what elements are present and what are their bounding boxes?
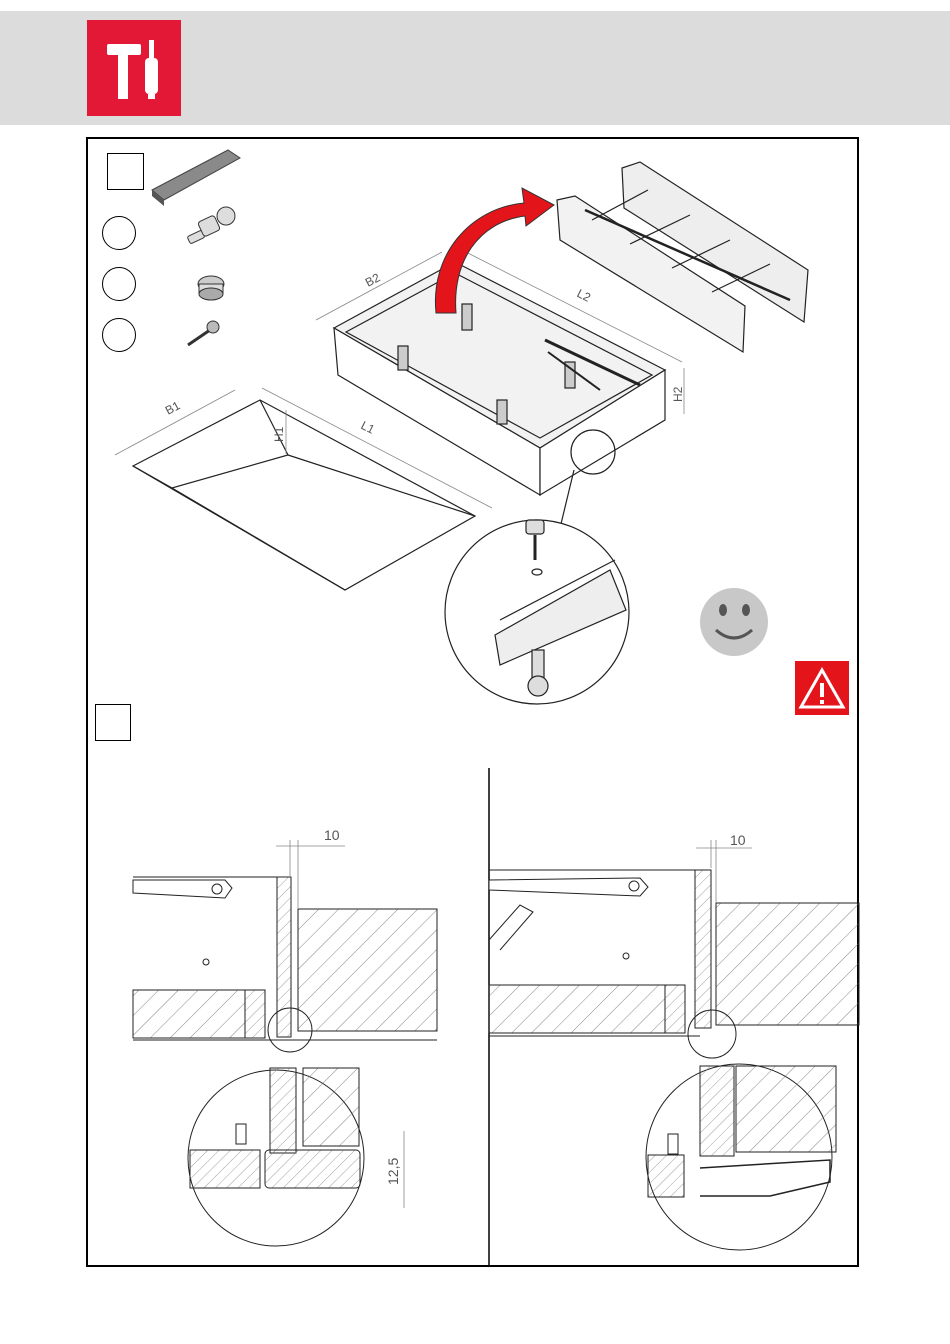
part-cap	[198, 276, 224, 300]
dim-thickness: 12,5	[385, 1158, 401, 1185]
section-left	[133, 877, 437, 1246]
dim-gap-left: 10	[324, 827, 340, 843]
dim-gap-right: 10	[730, 832, 746, 848]
floor-opening	[133, 400, 475, 590]
lid-frame	[557, 162, 808, 352]
dim-l2: L2	[575, 286, 594, 305]
dim-h2: H2	[671, 386, 685, 402]
part-connector	[187, 207, 235, 244]
dim-b1: B1	[163, 398, 183, 417]
part-screw	[188, 321, 219, 345]
dim-h1: H1	[272, 426, 286, 442]
dim-b2: B2	[363, 270, 383, 289]
storage-box	[334, 262, 665, 495]
part-wood-strip	[152, 150, 240, 206]
smiley-icon	[700, 588, 768, 656]
section-right	[489, 870, 859, 1250]
warning-triangle-icon	[795, 661, 849, 715]
dim-l1: L1	[359, 418, 378, 437]
